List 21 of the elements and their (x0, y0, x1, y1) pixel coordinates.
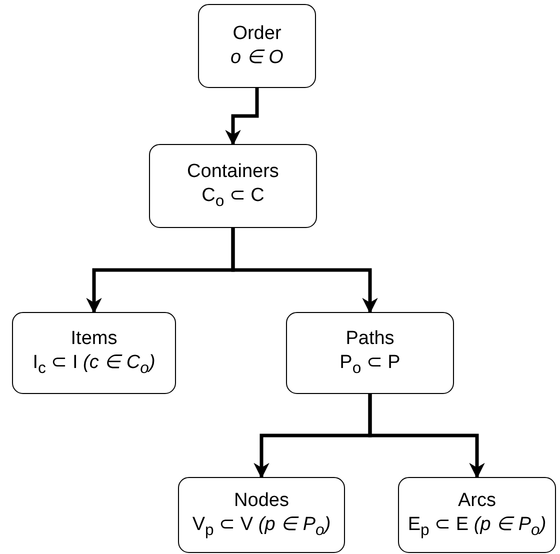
node-title: Nodes (234, 489, 289, 514)
process-box (198, 4, 316, 88)
process-box (149, 144, 317, 228)
process-box (178, 477, 345, 553)
arrow (225, 88, 259, 146)
node-formula: V$_{p}$ ⊂ V (p ∈ P$_{o}$) (192, 513, 331, 541)
process-box (398, 477, 556, 553)
node-title: Containers (187, 160, 279, 184)
arrow (231, 228, 378, 314)
arrow (368, 394, 485, 479)
node-formula: o ∈ O (230, 46, 284, 70)
node-formula: I$_{c}$ ⊂ I (c ∈ C$_{o}$) (32, 351, 156, 379)
node-title: Order (232, 22, 282, 46)
process-box (12, 312, 176, 394)
process-box (286, 312, 454, 394)
node-formula: C$_{o}$ ⊂ C (202, 184, 264, 212)
node-title: Items (70, 327, 118, 352)
node-formula: P$_{o}$ ⊂ P (340, 351, 400, 379)
node-title: Paths (346, 327, 394, 352)
node-formula: E$_{p}$ ⊂ E (p ∈ P$_{o}$) (408, 513, 546, 541)
node-title: Arcs (458, 489, 496, 514)
